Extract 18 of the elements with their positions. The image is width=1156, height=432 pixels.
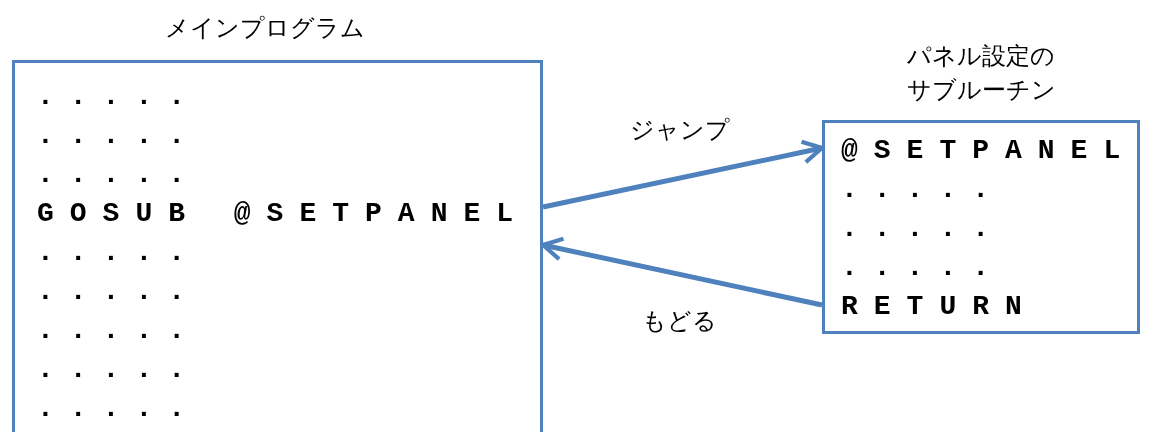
code-line: ..... xyxy=(841,173,1005,207)
code-line: ..... xyxy=(37,80,201,114)
code-line: ..... xyxy=(37,314,201,348)
program-box xyxy=(12,60,543,432)
code-line: ..... xyxy=(37,392,201,426)
code-line: ..... xyxy=(37,275,201,309)
code-line: ..... xyxy=(841,251,1005,285)
code-line: ..... xyxy=(37,119,201,153)
code-line: ..... xyxy=(37,158,201,192)
code-line: ..... xyxy=(37,353,201,387)
code-line: GOSUB @SETPANEL xyxy=(37,197,530,231)
box-heading: メインプログラム xyxy=(164,13,366,44)
program-box xyxy=(822,120,1140,334)
code-line: ..... xyxy=(37,236,201,270)
box-heading: パネル設定のサブルーチン xyxy=(905,41,1057,106)
code-line: @SETPANEL xyxy=(841,134,1137,168)
code-line: RETURN xyxy=(841,290,1038,324)
code-line: ..... xyxy=(841,212,1005,246)
